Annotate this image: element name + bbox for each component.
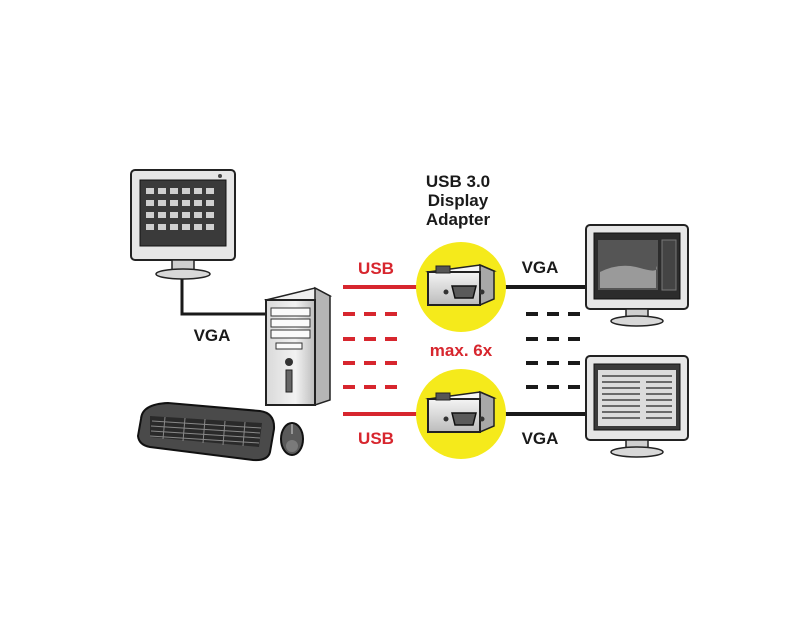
vga-top-label: VGA — [522, 258, 559, 277]
keyboard-icon — [136, 401, 276, 462]
title-line-3: Adapter — [426, 210, 491, 229]
mouse-icon — [280, 422, 304, 456]
usb-lines — [343, 285, 420, 416]
vga-lines — [502, 285, 590, 416]
title-line-1: USB 3.0 — [426, 172, 490, 191]
pc-vga-label: VGA — [194, 326, 231, 345]
adapter-bottom — [416, 369, 506, 459]
pc-tower-icon — [263, 286, 333, 407]
pc-monitor-icon — [130, 169, 236, 280]
vga-adapter-icon — [425, 263, 497, 307]
max-count-label: max. 6x — [430, 341, 493, 360]
monitor-top-icon — [585, 224, 689, 327]
usb-bottom-label: USB — [358, 429, 394, 448]
pc-vga-cable — [180, 279, 270, 316]
usb-top-label: USB — [358, 259, 394, 278]
adapter-top — [416, 242, 506, 332]
vga-adapter-icon — [425, 390, 497, 434]
vga-bottom-label: VGA — [522, 429, 559, 448]
monitor-bottom-icon — [585, 355, 689, 458]
title-line-2: Display — [428, 191, 489, 210]
